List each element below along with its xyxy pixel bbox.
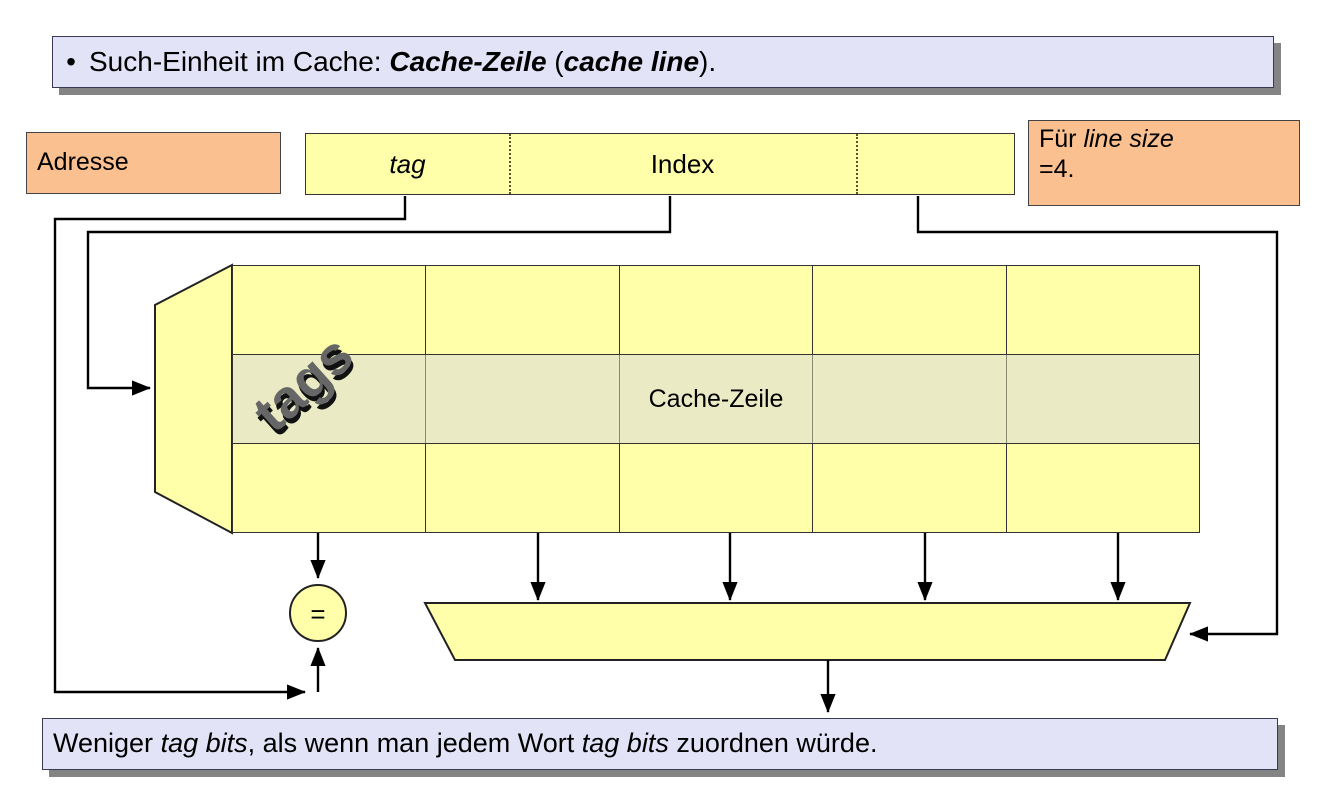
line-size-note-line1: Für line size — [1039, 125, 1289, 155]
address-field-index: Index — [509, 134, 856, 194]
cache-cell-labeled: Cache-Zeile — [620, 355, 814, 443]
address-field-index-label: Index — [650, 148, 715, 179]
bullet-emphasis-de: Cache-Zeile — [389, 45, 547, 77]
note-italic-2: tag bits — [581, 728, 669, 759]
bullet-suffix: ). — [699, 45, 717, 77]
cache-cell — [233, 266, 427, 354]
comparator-equals-label: = — [310, 598, 326, 629]
cache-cell — [426, 266, 620, 354]
wire-offset-to-mux — [916, 196, 1279, 642]
bullet-callout: • Such-Einheit im Cache: Cache-Zeile (cac… — [52, 36, 1274, 88]
note-text: Weniger tag bits, als wenn man jedem Wor… — [43, 728, 878, 759]
decoder-shape — [154, 263, 233, 535]
bullet-text: • Such-Einheit im Cache: Cache-Zeile (cac… — [53, 45, 717, 78]
cache-row — [233, 444, 1199, 532]
address-field-tag: tag — [306, 134, 509, 194]
line-size-prefix: Für — [1039, 125, 1084, 153]
wire-index-to-decoder — [86, 196, 672, 396]
cache-row-highlighted: Cache-Zeile — [233, 354, 1199, 444]
address-field-strip: tag Index — [305, 133, 1015, 195]
bullet-prefix: Such-Einheit im Cache: — [89, 45, 390, 77]
address-field-tag-label: tag — [389, 148, 426, 179]
multiplexer-shape — [423, 602, 1192, 661]
note-part-3: zuordnen würde. — [668, 728, 878, 759]
cache-cell-tag — [233, 355, 427, 443]
cache-row — [233, 266, 1199, 354]
address-label: Adresse — [37, 148, 129, 177]
line-size-note-box: Für line size =4. — [1028, 120, 1300, 206]
cache-cell — [813, 355, 1007, 443]
note-part-1: Weniger — [53, 728, 161, 759]
cache-cell — [813, 266, 1007, 354]
wire-tag-to-comparator — [53, 196, 407, 700]
cache-cell — [620, 266, 814, 354]
cache-cell — [620, 444, 814, 532]
note-callout: Weniger tag bits, als wenn man jedem Wor… — [42, 718, 1278, 770]
note-part-2: , als wenn man jedem Wort — [247, 728, 582, 759]
cache-cell — [426, 444, 620, 532]
bullet-mid: ( — [546, 45, 564, 77]
address-divider-1 — [509, 134, 511, 194]
address-divider-2 — [856, 134, 858, 194]
cache-cell — [1007, 355, 1199, 443]
cache-cell — [1007, 444, 1199, 532]
cache-cell — [1007, 266, 1199, 354]
cache-array: Cache-Zeile — [232, 265, 1200, 533]
cache-line-label: Cache-Zeile — [648, 384, 784, 413]
note-italic-1: tag bits — [160, 728, 248, 759]
cache-cell — [233, 444, 427, 532]
bullet-emphasis-en: cache line — [563, 45, 700, 77]
cache-cell — [813, 444, 1007, 532]
cache-cell — [426, 355, 620, 443]
line-size-note-line2: =4. — [1039, 154, 1075, 183]
bullet-marker-icon: • — [66, 45, 76, 77]
address-label-box: Adresse — [26, 132, 281, 194]
comparator-shape — [289, 584, 347, 642]
line-size-italic: line size — [1083, 125, 1174, 153]
